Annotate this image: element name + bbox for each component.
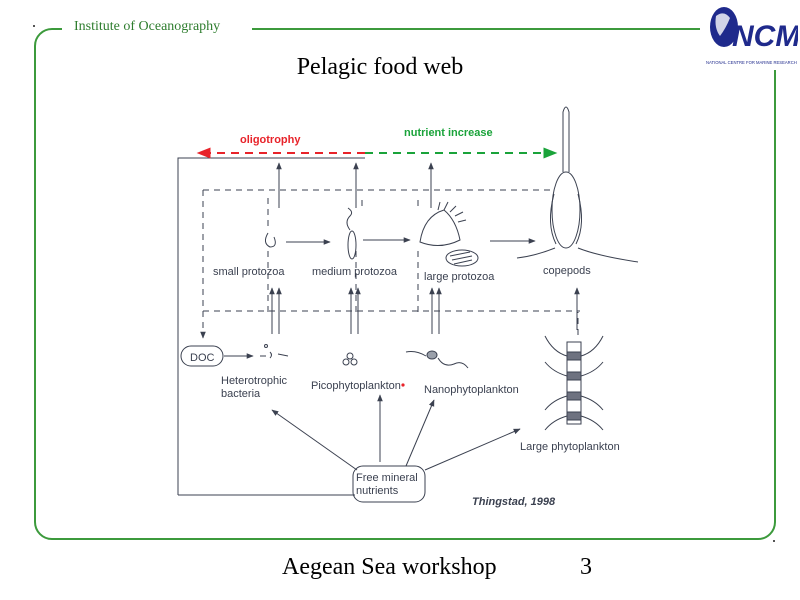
citation-label: Thingstad, 1998	[472, 496, 556, 508]
institute-label-background	[62, 16, 252, 42]
nutrients-label-line2: nutrients	[356, 485, 399, 497]
slide-frame	[34, 28, 776, 540]
medium-protozoa-icon	[347, 230, 357, 260]
picophytoplankton-icon	[342, 358, 350, 366]
bacteria-icon	[260, 351, 289, 359]
picophytoplankton-label: Picophytoplankton	[311, 380, 401, 392]
page-number: 3	[580, 554, 592, 580]
nutrients-label-line1: Free mineral	[356, 472, 418, 484]
nutrient-increase-label: nutrient increase	[404, 127, 493, 139]
copepods-label: copepods	[543, 265, 591, 277]
oligotrophy-label: oligotrophy	[240, 134, 301, 146]
doc-label: DOC	[190, 352, 215, 364]
small-protozoa-label: small protozoa	[213, 266, 285, 278]
large-protozoa-label: large protozoa	[424, 271, 495, 283]
doc-box	[180, 345, 224, 367]
institute-label: Institute of Oceanography	[74, 19, 221, 34]
left-loop-line	[177, 157, 365, 495]
corner-mark	[33, 25, 35, 27]
bacteria-label-line1: Heterotrophic	[221, 375, 288, 387]
large-protozoa-icon	[419, 209, 461, 246]
corner-mark	[773, 540, 775, 542]
nanophytoplankton-label: Nanophytoplankton	[424, 384, 519, 396]
nanophytoplankton-icon	[426, 350, 438, 360]
slide-title: Pelagic food web	[296, 54, 464, 80]
small-protozoa-icon	[264, 232, 276, 248]
nutrients-box	[352, 465, 426, 503]
footer-workshop-title: Aegean Sea workshop	[282, 554, 497, 580]
large-phytoplankton-label: Large phytoplankton	[520, 441, 620, 453]
ncmr-logo: NCMR NATIONAL CENTRE FOR MARINE RESEARCH	[706, 7, 798, 65]
copepod-icon	[551, 171, 581, 249]
medium-protozoa-label: medium protozoa	[312, 266, 398, 278]
large-phytoplankton-icon	[544, 335, 604, 431]
logo-text: NCMR	[732, 20, 798, 53]
bacteria-label-line2: bacteria	[221, 388, 261, 400]
logo-subtext: NATIONAL CENTRE FOR MARINE RESEARCH	[706, 60, 797, 65]
